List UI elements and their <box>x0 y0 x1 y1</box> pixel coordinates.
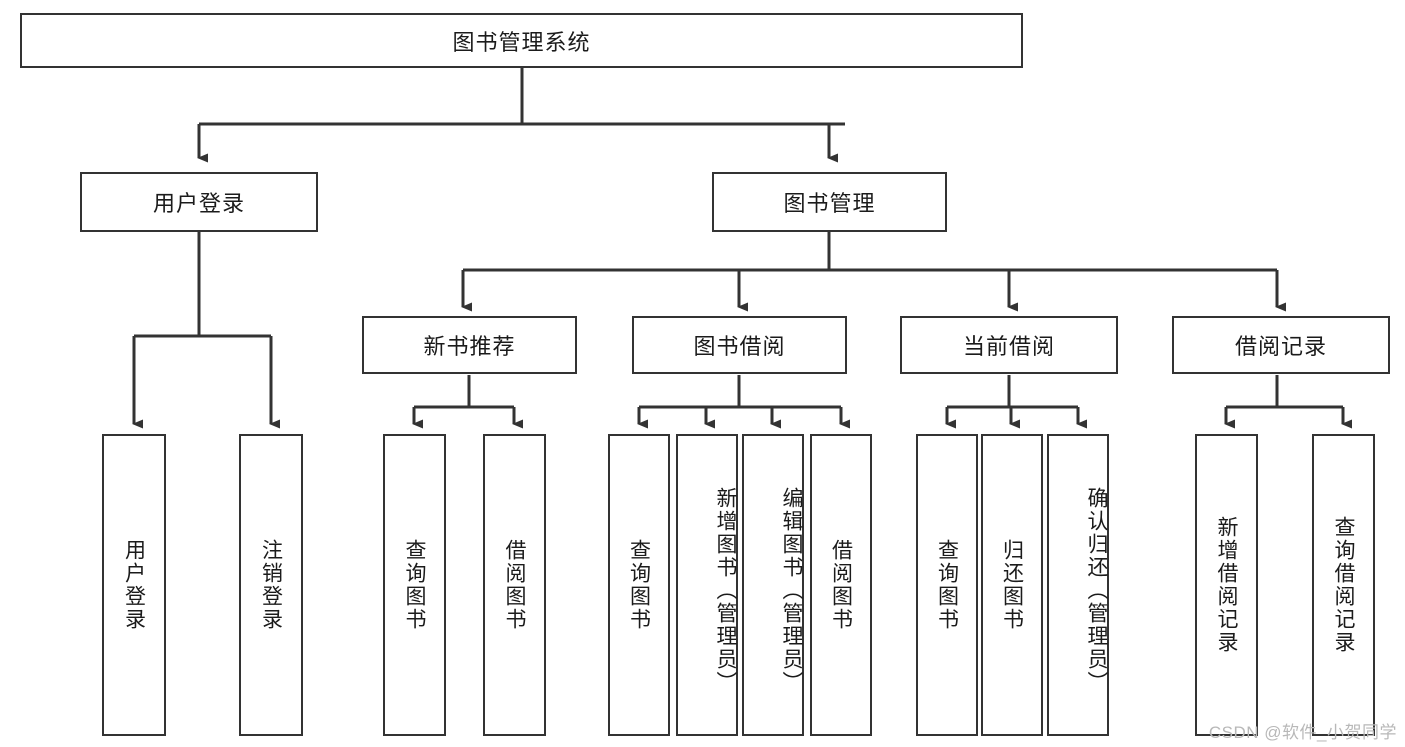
node-book-borrow-label: 图书借阅 <box>693 334 786 359</box>
node-user-login[interactable]: 用户登录 <box>80 172 318 232</box>
node-leaf-query-book-3[interactable]: 查询图书 <box>916 434 978 736</box>
node-leaf-user-login[interactable]: 用户登录 <box>102 434 166 736</box>
node-leaf-user-logout[interactable]: 注销登录 <box>239 434 303 736</box>
node-leaf-add-record-label: 新增借阅记录 <box>1215 516 1238 654</box>
watermark-text: CSDN @软件_小贺同学 <box>1208 723 1397 742</box>
node-root-label: 图书管理系统 <box>452 29 591 55</box>
node-book-borrow[interactable]: 图书借阅 <box>632 316 847 374</box>
node-leaf-query-book-2-label: 查询图书 <box>627 539 651 631</box>
node-new-book-recommend[interactable]: 新书推荐 <box>362 316 577 374</box>
node-leaf-edit-book-label: 编辑图书（管理员） <box>780 486 803 694</box>
node-leaf-add-record[interactable]: 新增借阅记录 <box>1195 434 1258 736</box>
node-leaf-add-book-label: 新增图书（管理员） <box>714 486 737 694</box>
node-book-management-label: 图书管理 <box>783 191 876 216</box>
node-borrow-record[interactable]: 借阅记录 <box>1172 316 1390 374</box>
node-leaf-user-logout-label: 注销登录 <box>259 539 283 631</box>
node-leaf-query-record-label: 查询借阅记录 <box>1332 516 1355 654</box>
node-leaf-query-book-1-label: 查询图书 <box>403 539 426 631</box>
node-leaf-user-login-label: 用户登录 <box>122 539 146 631</box>
node-leaf-borrow-book-2[interactable]: 借阅图书 <box>810 434 872 736</box>
node-leaf-borrow-book-2-label: 借阅图书 <box>829 539 853 631</box>
node-leaf-return-book[interactable]: 归还图书 <box>981 434 1043 736</box>
node-leaf-edit-book[interactable]: 编辑图书（管理员） <box>742 434 804 736</box>
node-leaf-query-record[interactable]: 查询借阅记录 <box>1312 434 1375 736</box>
node-leaf-query-book-2[interactable]: 查询图书 <box>608 434 670 736</box>
node-leaf-query-book-1[interactable]: 查询图书 <box>383 434 446 736</box>
node-user-login-label: 用户登录 <box>152 191 245 216</box>
node-leaf-borrow-book-1-label: 借阅图书 <box>503 539 526 631</box>
node-leaf-query-book-3-label: 查询图书 <box>935 539 959 631</box>
node-book-management[interactable]: 图书管理 <box>712 172 947 232</box>
node-leaf-borrow-book-1[interactable]: 借阅图书 <box>483 434 546 736</box>
node-root[interactable]: 图书管理系统 <box>20 13 1023 68</box>
node-leaf-confirm-return[interactable]: 确认归还（管理员） <box>1047 434 1109 736</box>
node-current-borrow-label: 当前借阅 <box>962 334 1055 359</box>
node-leaf-return-book-label: 归还图书 <box>1000 539 1024 631</box>
node-current-borrow[interactable]: 当前借阅 <box>900 316 1118 374</box>
node-leaf-add-book[interactable]: 新增图书（管理员） <box>676 434 738 736</box>
node-borrow-record-label: 借阅记录 <box>1234 334 1327 359</box>
node-new-book-recommend-label: 新书推荐 <box>423 334 516 359</box>
node-leaf-confirm-return-label: 确认归还（管理员） <box>1085 486 1108 694</box>
